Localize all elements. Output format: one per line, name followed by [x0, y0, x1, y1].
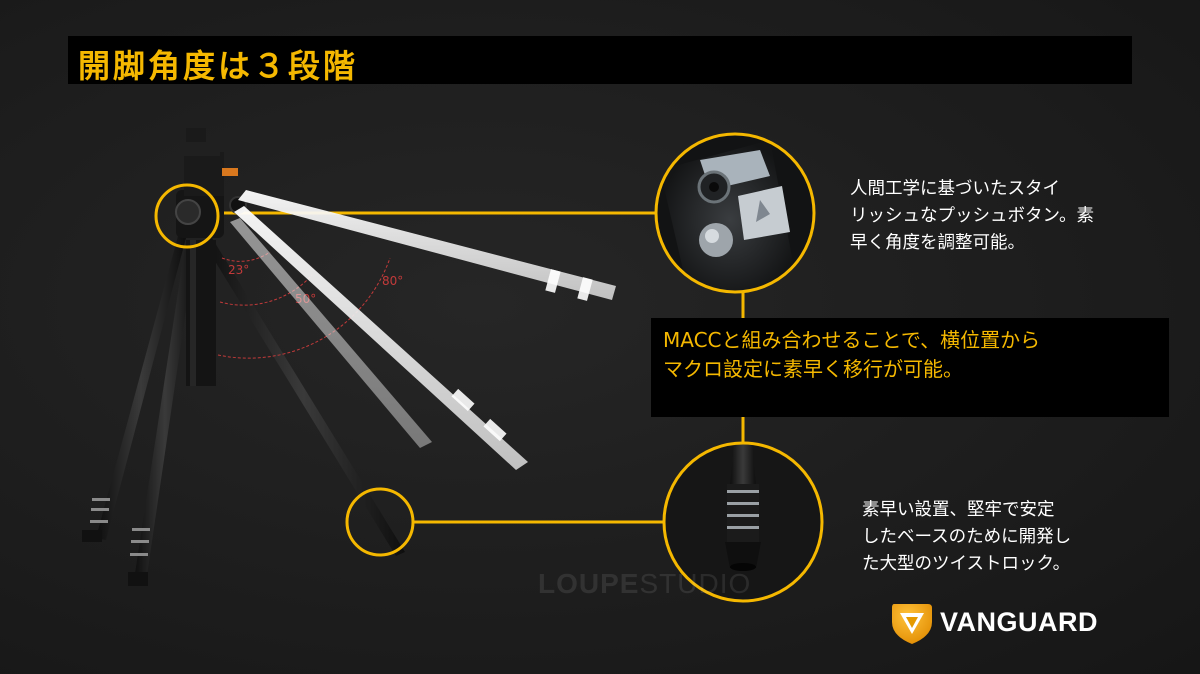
page-title: 開脚角度は３段階 — [78, 47, 359, 85]
callout-line: 素早い設置、堅牢で安定 — [862, 500, 1055, 520]
tripod-legs-white — [230, 190, 616, 470]
zoom-pushbutton — [656, 134, 814, 292]
callout-twistlock-text: 素早い設置、堅牢で安定 したベースのために開発し た大型のツイストロック。 — [862, 497, 1071, 578]
callout-macc-box: MACCと組み合わせることで、横位置から マクロ設定に素早く移行が可能。 — [651, 318, 1169, 417]
zoom-circle-bottom — [662, 441, 824, 603]
highlight-circle-twistlock — [345, 487, 415, 557]
callout-pushbutton-text: 人間工学に基づいたスタイ リッシュなプッシュボタン。素 早く角度を調整可能。 — [850, 176, 1094, 257]
vanguard-logo-icon — [892, 604, 932, 644]
brand-logo-spacer — [892, 602, 934, 642]
brand-name: VANGUARD — [940, 606, 1098, 637]
callout-line: リッシュなプッシュボタン。素 — [850, 206, 1094, 226]
zoom-twistlock — [664, 443, 822, 601]
title-bar: 開脚角度は３段階 — [68, 36, 1132, 85]
callout-line: したベースのために開発し — [862, 527, 1072, 547]
highlight-circle-pushbutton — [154, 183, 220, 249]
callout-line: 人間工学に基づいたスタイ — [850, 179, 1060, 199]
tripod-legs-dark — [82, 128, 405, 586]
callout-line: た大型のツイストロック。 — [862, 554, 1071, 574]
callout-line: MACCと組み合わせることで、横位置から — [663, 328, 1041, 352]
angle-23-label: 23° — [228, 263, 249, 277]
brand-logo: VANGUARD — [892, 602, 1098, 642]
watermark: LOUPESTUDIO — [538, 568, 751, 600]
callout-line: 早く角度を調整可能。 — [850, 233, 1025, 253]
callout-line: マクロ設定に素早く移行が可能。 — [663, 357, 963, 381]
watermark-part1: LOUPE — [538, 568, 640, 599]
angle-80-label: 80° — [382, 274, 403, 288]
watermark-part2: STUDIO — [639, 568, 752, 599]
zoom-circle-top — [654, 132, 816, 294]
